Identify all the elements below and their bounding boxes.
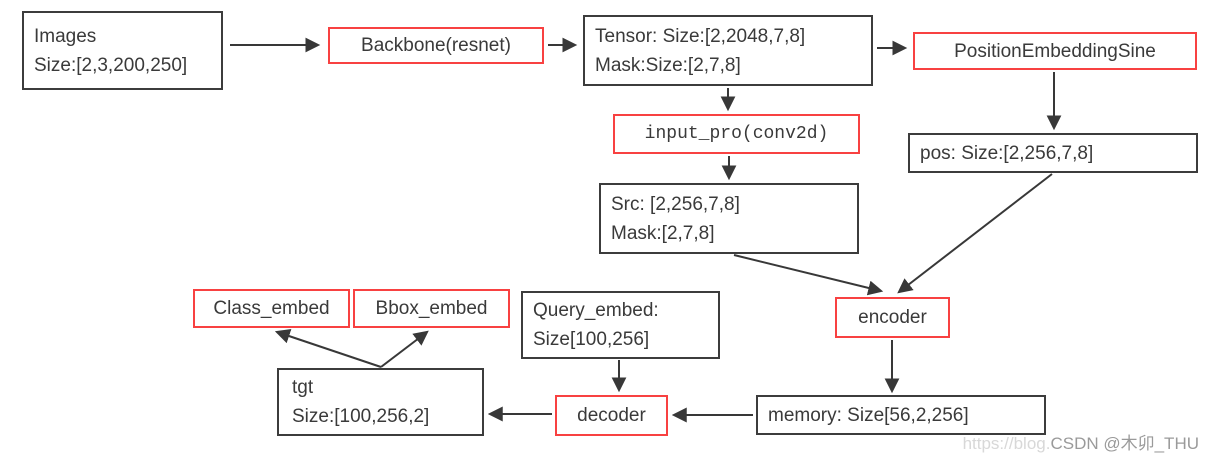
arrow-src-to-encoder bbox=[733, 254, 884, 296]
node-tgt-line2: Size:[100,256,2] bbox=[292, 406, 430, 427]
node-class-embed: Class_embed bbox=[193, 289, 350, 328]
node-tgt-line1: tgt bbox=[292, 377, 314, 398]
node-query-embed-line1: Query_embed: bbox=[533, 300, 659, 321]
node-images-line1: Images bbox=[34, 25, 97, 47]
node-images-line2: Size:[2,3,200,250] bbox=[34, 54, 188, 76]
node-pos: pos: Size:[2,256,7,8] bbox=[908, 133, 1198, 173]
node-tensor: Tensor: Size:[2,2048,7,8] Mask:Size:[2,7… bbox=[583, 15, 873, 86]
arrow-tgt-to-bbox-embed bbox=[380, 330, 429, 368]
node-query-embed: Query_embed: Size[100,256] bbox=[521, 291, 720, 359]
node-query-embed-line2: Size[100,256] bbox=[533, 329, 650, 350]
node-images: Images Size:[2,3,200,250] bbox=[22, 11, 223, 90]
watermark-author: CSDN @木卯_THU bbox=[1050, 434, 1199, 453]
node-position-embedding-sine: PositionEmbeddingSine bbox=[913, 32, 1197, 70]
node-src-line1: Src: [2,256,7,8] bbox=[611, 193, 740, 215]
node-tgt: tgt Size:[100,256,2] bbox=[277, 368, 484, 436]
node-memory: memory: Size[56,2,256] bbox=[756, 395, 1046, 435]
watermark: https://blog.CSDN @木卯_THU bbox=[963, 429, 1199, 454]
node-decoder: decoder bbox=[555, 395, 668, 436]
node-tensor-line1: Tensor: Size:[2,2048,7,8] bbox=[595, 25, 806, 47]
node-bbox-embed: Bbox_embed bbox=[353, 289, 510, 328]
node-src-line2: Mask:[2,7,8] bbox=[611, 222, 715, 244]
node-input-pro: input_pro(conv2d) bbox=[613, 114, 860, 154]
node-src: Src: [2,256,7,8] Mask:[2,7,8] bbox=[599, 183, 859, 254]
node-encoder: encoder bbox=[835, 297, 950, 338]
arrow-tgt-to-class-embed bbox=[274, 328, 382, 368]
node-tensor-line2: Mask:Size:[2,7,8] bbox=[595, 54, 741, 76]
arrow-pos-to-encoder bbox=[897, 173, 1053, 294]
watermark-url-prefix: https://blog. bbox=[962, 434, 1051, 453]
node-backbone: Backbone(resnet) bbox=[328, 27, 544, 64]
